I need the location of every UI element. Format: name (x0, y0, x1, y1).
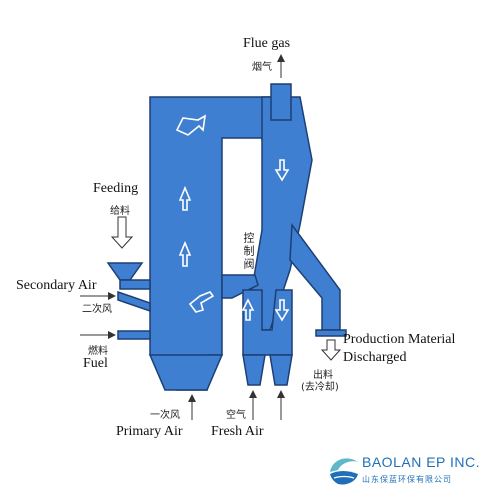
flue-gas-cn-label: 烟气 (252, 62, 272, 73)
primary-air-cn-label: 一次风 (150, 410, 180, 421)
discharge-flange (315, 329, 347, 337)
control-valve-cn-label: 控制阀 (242, 232, 255, 271)
fuel-label: Fuel (83, 356, 108, 371)
flue-gas-outlet (270, 83, 292, 121)
feeding-label: Feeding (93, 181, 139, 196)
primary-air-label: Primary Air (116, 424, 183, 439)
flue-gas-label: Flue gas (243, 36, 291, 51)
flow-down-arrow-cyclone (274, 159, 290, 182)
flow-down-arrow-seal (274, 299, 290, 322)
production-material-label: Production Material (343, 332, 456, 347)
discharge-cn-label: 出料 (313, 370, 333, 381)
feed-chute (119, 279, 151, 290)
logo-emblem-icon (330, 458, 358, 485)
secondary-air-label: Secondary Air (16, 278, 97, 293)
logo-name-cn: 山东保蓝环保有限公司 (362, 475, 452, 484)
flow-up-arrow-seal (241, 298, 255, 321)
loop-seal-hopper-left (242, 354, 266, 386)
fresh-air-label: Fresh Air (211, 424, 264, 439)
fuel-cn-label: 燃料 (88, 346, 108, 357)
flow-return-arrow (188, 291, 215, 313)
secondary-air-cn-label: 二次风 (82, 304, 112, 315)
fresh-air-cn-label: 空气 (226, 410, 246, 421)
feed-hopper (106, 262, 144, 281)
feeding-arrow (110, 216, 134, 249)
flow-up-arrow-2 (178, 240, 192, 267)
flow-up-arrow-1 (178, 185, 192, 211)
flow-up-arrow-top (175, 114, 207, 136)
company-logo: BAOLAN EP INC. 山东保蓝环保有限公司 (328, 452, 488, 494)
discharge-leg (289, 222, 341, 331)
discharge-arrow (320, 339, 342, 361)
loop-seal-hopper-right (269, 354, 293, 386)
fuel-inlet-pipe (117, 330, 151, 340)
discharged-label: Discharged (343, 350, 407, 365)
logo-name: BAOLAN EP INC. (362, 454, 481, 470)
to-cooling-cn-label: (去冷却) (301, 382, 339, 393)
secondary-air-pipe (117, 290, 151, 313)
furnace-hopper (148, 354, 224, 391)
feeding-cn-label: 给料 (110, 206, 130, 217)
